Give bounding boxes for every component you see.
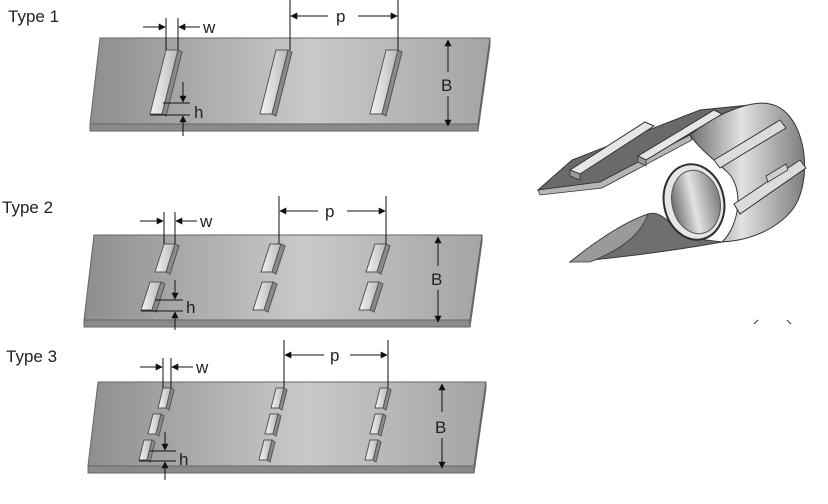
strip-type-3-rib-segment [147,413,165,437]
dimension-B-type-2: B [431,236,442,323]
h-label: h [194,103,203,122]
strip-type-2-front-edge [83,319,471,328]
strip-type-1-rib [369,49,403,117]
strip-type-2-rib-segment [260,243,286,275]
type-2-label: Type 2 [2,198,53,217]
dimension-p-type-2: p [278,196,387,244]
w-label: w [202,18,216,37]
h-label: h [186,298,195,317]
rolled-fin-opening-inner [671,169,721,235]
strip-type-2-rib-segment [252,281,278,313]
strip-type-3: Type 3 [6,340,487,480]
dimension-B-type-3: B [435,383,446,469]
dimension-p-type-1: p [289,0,399,50]
h-label: h [179,450,188,469]
p-label: p [330,346,339,365]
rolled-fin-sheet-edge [537,134,693,196]
dimension-h-type-1: h [150,82,203,136]
strip-type-1-rib [259,49,293,117]
rolled-fin-rib [765,163,789,183]
strip-type-2-rib-segment [365,243,391,275]
rolled-fin-illustration [536,102,807,325]
rolled-fin-lower-sheet-underside [568,213,649,263]
type-1-label: Type 1 [8,7,59,26]
strip-type-3-rib-segment [364,439,382,463]
dimension-p-type-3: p [283,340,389,388]
strip-type-2-rib-segment [154,243,180,275]
strip-type-1: Type 1 w [8,0,491,136]
strip-type-1-side-edge [477,37,491,132]
strip-type-3-rib-segment [374,387,392,411]
dimension-B-type-1: B [441,39,452,127]
B-label: B [431,270,442,289]
rolled-fin-rib [713,119,787,169]
stray-mark [753,319,759,325]
dimension-h-type-3: h [139,432,188,480]
type-3-label: Type 3 [6,347,57,366]
strip-type-3-rib-segment [258,439,276,463]
dimension-w-type-2: w [140,212,213,244]
B-label: B [441,76,452,95]
p-label: p [325,202,334,221]
dimension-w-type-3: w [140,358,209,388]
B-label: B [435,418,446,437]
rolled-fin-rib [568,121,656,181]
strip-type-3-rib-segment [270,387,288,411]
dimension-w-type-1: w [143,18,216,50]
strip-type-2-side-edge [469,234,483,328]
strip-type-3-rib-segment [369,413,387,437]
stray-mark [786,319,792,325]
w-label: w [199,212,213,231]
strip-type-3-front-edge [87,465,475,474]
strip-type-3-rib-segment [264,413,282,437]
strip-type-1-rib [149,49,183,117]
rolled-fin-cylinder [689,102,806,243]
strip-type-3-rib-segment [157,387,175,411]
strip-type-3-side-edge [473,381,487,474]
strip-type-1-front-edge [89,123,479,132]
p-label: p [336,7,345,26]
strip-type-2-rib-segment [358,281,384,313]
strip-type-2-rib-segment [140,281,166,313]
dimension-h-type-2: h [141,280,195,330]
w-label: w [195,358,209,377]
rolled-fin-rib [636,109,724,167]
strip-type-2: Type 2 [2,196,483,330]
